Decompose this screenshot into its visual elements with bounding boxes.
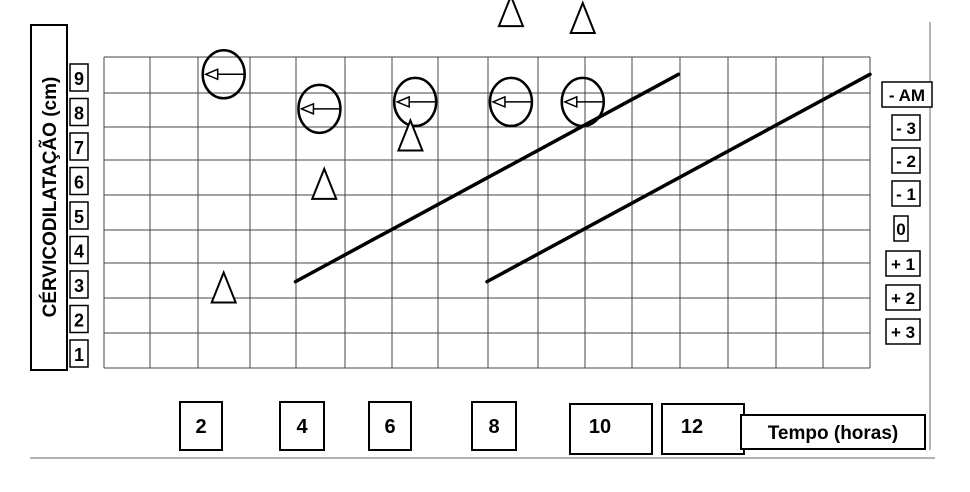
reference-lines (293, 72, 872, 284)
y-tick-labels: 9 8 7 6 5 4 3 2 1 (69, 63, 89, 368)
y-tick-box (69, 304, 89, 334)
y-tick-label: 8 (74, 104, 84, 124)
dilatation-circle-marker (560, 76, 605, 128)
x-tick-label: 6 (384, 416, 395, 438)
x-tick-box (569, 403, 653, 455)
x-tick-box (368, 401, 412, 451)
station-label: - 2 (896, 152, 916, 171)
y-tick-box (69, 270, 89, 299)
y-tick-box (69, 63, 89, 92)
descent-triangle (310, 166, 338, 200)
station-label: 0 (896, 220, 905, 239)
station-box (881, 81, 933, 108)
station-label: - 1 (896, 185, 916, 204)
y-tick-label: 5 (74, 207, 84, 227)
y-tick-label: 3 (74, 276, 84, 296)
station-box (885, 284, 921, 311)
x-tick-labels: 2 4 6 8 10 12 (179, 401, 745, 455)
fontanelle-mark (490, 95, 532, 109)
y-tick-box (69, 339, 89, 368)
fontanelle-mark (395, 95, 437, 109)
descent-triangle (497, 0, 525, 28)
station-label: + 3 (891, 323, 915, 342)
x-tick-label: 8 (488, 416, 499, 438)
x-axis-title: Tempo (horas) (768, 423, 899, 444)
y-tick-label: 6 (74, 173, 84, 193)
dilatation-markers (201, 49, 605, 135)
y-tick-box (69, 235, 89, 265)
fontanelle-mark (299, 102, 341, 115)
y-tick-label: 7 (74, 138, 84, 158)
station-label: - 3 (896, 119, 916, 138)
y-tick-box (69, 201, 89, 230)
y-tick-label: 4 (74, 242, 84, 262)
station-box (885, 318, 921, 345)
station-box (891, 180, 921, 207)
descent-triangle (210, 269, 238, 304)
fontanelle-mark (562, 95, 604, 109)
dilatation-circle-marker (488, 76, 534, 128)
dilatation-circle-marker (297, 83, 342, 135)
y-tick-label: 9 (74, 69, 84, 89)
x-axis-title-box (740, 414, 926, 450)
station-box (885, 250, 921, 277)
descent-triangle (569, 0, 597, 34)
descent-markers (210, 0, 597, 304)
y-tick-label: 2 (74, 311, 84, 331)
station-box (891, 147, 921, 174)
fontanelle-mark (203, 68, 245, 81)
descent-triangle (396, 117, 424, 152)
station-labels: - AM - 3 - 2 - 1 0 + 1 + 2 + 3 (881, 81, 933, 345)
x-tick-box (471, 401, 517, 451)
station-label: + 2 (891, 289, 915, 308)
x-tick-box (179, 401, 223, 451)
alert-line (293, 72, 681, 284)
y-tick-box (69, 97, 89, 127)
y-tick-box (69, 166, 89, 196)
station-label: + 1 (891, 255, 915, 274)
x-tick-label: 4 (296, 416, 308, 438)
y-axis-title: CÉRVICODILATAÇÃO (cm) (39, 77, 61, 318)
action-line (485, 72, 872, 284)
y-tick-label: 1 (74, 345, 84, 365)
station-box (891, 114, 921, 141)
x-tick-label: 12 (681, 416, 703, 438)
dilatation-circle-marker (201, 49, 246, 100)
x-tick-label: 10 (589, 416, 611, 438)
x-tick-box (279, 401, 325, 451)
chart-grid (103, 56, 871, 369)
x-tick-label: 2 (195, 416, 206, 438)
y-axis-title-box (30, 24, 68, 371)
station-label: - AM (889, 86, 925, 105)
y-tick-box (69, 132, 89, 161)
dilatation-circle-marker (392, 76, 438, 128)
station-box (893, 215, 909, 242)
